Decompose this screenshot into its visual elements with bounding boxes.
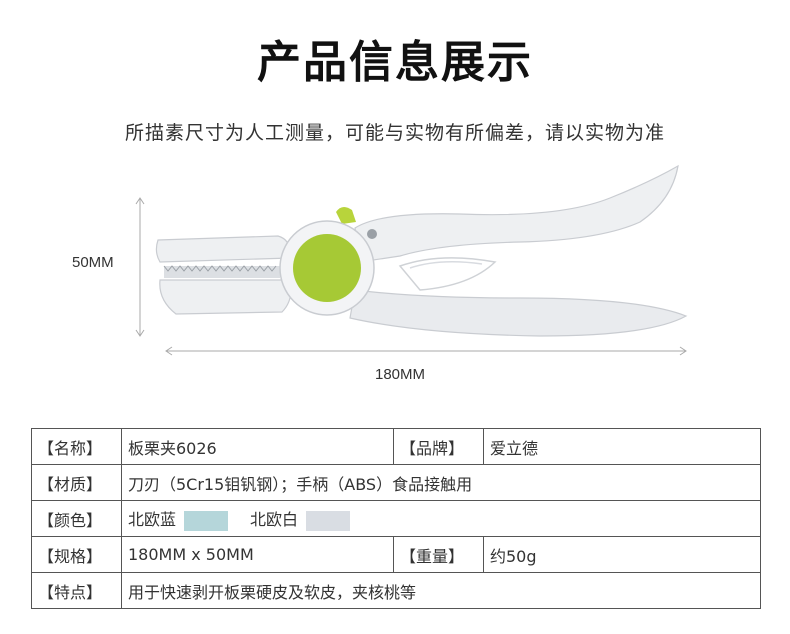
brand-label: 【品牌】 [393, 428, 484, 465]
spec-row-color: 【颜色】 北欧蓝 北欧白 [31, 500, 761, 537]
width-label: 180MM [375, 366, 426, 383]
upper-handle [354, 164, 679, 263]
width-dimension-line [165, 346, 687, 356]
name-value: 板栗夹6026 [121, 428, 394, 465]
brand-value: 爱立德 [483, 428, 761, 465]
height-dimension-line [135, 197, 145, 337]
lower-jaw [159, 279, 292, 315]
spec-row-feature: 【特点】 用于快速剥开板栗硬皮及软皮，夹核桃等 [31, 572, 761, 609]
material-label: 【材质】 [31, 464, 122, 501]
spec-row-size: 【规格】 180MM x 50MM 【重量】 约50g [31, 536, 761, 573]
page-title: 产品信息展示 [257, 37, 533, 88]
spec-table: 【名称】 板栗夹6026 【品牌】 爱立德 【材质】 刀刃（5Cr15钼钒钢）；… [31, 428, 761, 609]
feature-label: 【特点】 [31, 572, 122, 609]
color-label: 【颜色】 [31, 500, 122, 537]
size-value: 180MM x 50MM [121, 536, 394, 573]
spec-row-name: 【名称】 板栗夹6026 【品牌】 爱立德 [31, 428, 761, 465]
upper-jaw [155, 235, 291, 263]
size-label: 【规格】 [31, 536, 122, 573]
color-swatch-white [306, 510, 351, 531]
color-name-blue: 北欧蓝 [128, 510, 177, 530]
lower-handle [349, 289, 688, 337]
color-swatch-blue [184, 510, 229, 531]
name-label: 【名称】 [31, 428, 122, 465]
screw [367, 229, 377, 239]
pivot-cap [293, 234, 361, 302]
weight-label: 【重量】 [393, 536, 484, 573]
height-label: 50MM [72, 254, 114, 271]
color-options: 北欧蓝 北欧白 [121, 500, 761, 537]
page-subtitle: 所描素尺寸为人工测量，可能与实物有所偏差，请以实物为准 [124, 122, 665, 144]
weight-value: 约50g [483, 536, 761, 573]
inner-grip [398, 257, 497, 291]
lock-tab [336, 206, 356, 224]
feature-value: 用于快速剥开板栗硬皮及软皮，夹核桃等 [121, 572, 761, 609]
material-value: 刀刃（5Cr15钼钒钢）；手柄（ABS）食品接触用 [121, 464, 761, 501]
color-name-white: 北欧白 [250, 510, 299, 530]
chestnut-clip-illustration [135, 164, 688, 356]
spec-row-material: 【材质】 刀刃（5Cr15钼钒钢）；手柄（ABS）食品接触用 [31, 464, 761, 501]
